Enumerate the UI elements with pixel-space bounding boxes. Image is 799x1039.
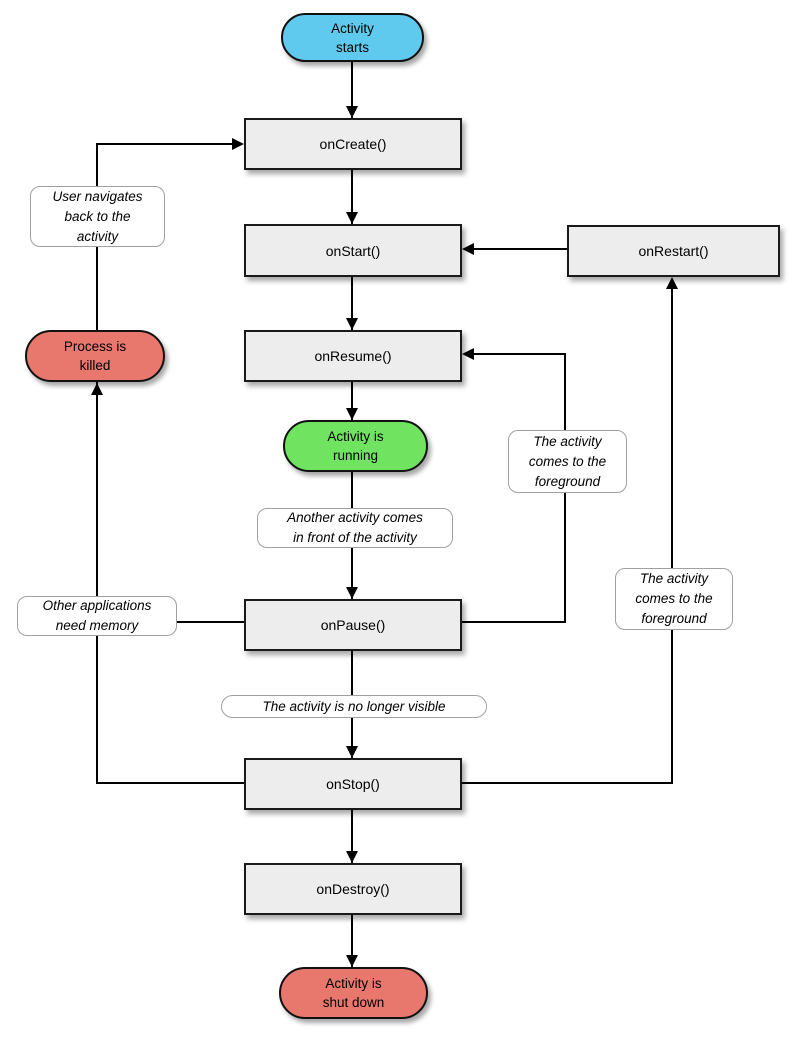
node-activity-running: Activity is running	[283, 420, 428, 472]
connector-onrestart-to-onstart	[471, 248, 567, 250]
note-comes-to-foreground-upper: The activity comes to the foreground	[508, 430, 627, 493]
note-another-activity-in-front: Another activity comes in front of the a…	[257, 508, 453, 548]
arrowhead-into-ondestroy-top	[346, 851, 358, 863]
node-onstart: onStart()	[244, 224, 462, 277]
node-onresume: onResume()	[244, 330, 462, 382]
arrowhead-into-onstart-right	[462, 243, 474, 255]
connector-left-top-horizontal	[96, 143, 236, 145]
arrowhead-into-onstart-top	[346, 212, 358, 224]
node-activity-shut-down: Activity is shut down	[279, 967, 428, 1019]
connector-onpause-left-horizontal	[170, 621, 246, 623]
arrowhead-into-oncreate-top	[346, 106, 358, 118]
arrowhead-into-onresume-right	[462, 348, 474, 360]
connector-onpause-right-horizontal	[462, 621, 566, 623]
connector-onstop-to-ondestroy	[351, 810, 353, 863]
connector-left-vertical	[96, 144, 98, 783]
connector-starts-to-oncreate	[351, 62, 353, 118]
arrowhead-into-onrestart-bottom	[666, 277, 678, 289]
note-other-apps-need-memory: Other applications need memory	[17, 596, 177, 636]
connector-onstop-left-horizontal	[96, 782, 246, 784]
arrowhead-into-oncreate-left	[232, 138, 244, 150]
node-process-killed: Process is killed	[25, 330, 165, 382]
connector-onstart-to-onresume	[351, 277, 353, 330]
node-onrestart: onRestart()	[567, 225, 780, 277]
node-onstop: onStop()	[244, 758, 462, 810]
arrowhead-into-onstop-top	[346, 746, 358, 758]
arrowhead-into-shutdown-top	[346, 955, 358, 967]
arrowhead-into-running-top	[346, 408, 358, 420]
node-ondestroy: onDestroy()	[244, 863, 462, 915]
node-onpause: onPause()	[244, 599, 462, 651]
note-comes-to-foreground-lower: The activity comes to the foreground	[615, 568, 733, 630]
arrowhead-into-onpause-top	[346, 587, 358, 599]
connector-onstop-right-horizontal	[462, 782, 673, 784]
connector-ondestroy-to-shutdown	[351, 915, 353, 967]
note-no-longer-visible: The activity is no longer visible	[221, 695, 487, 718]
node-activity-starts: Activity starts	[281, 13, 424, 62]
note-user-navigates-back: User navigates back to the activity	[30, 186, 165, 247]
connector-outer-loop-vertical	[671, 287, 673, 784]
connector-oncreate-to-onstart	[351, 170, 353, 224]
connector-inner-loop-top-horizontal	[471, 353, 566, 355]
arrowhead-into-processkilled-bottom	[91, 383, 103, 395]
connector-onresume-to-running	[351, 382, 353, 420]
arrowhead-into-onresume-top	[346, 318, 358, 330]
node-oncreate: onCreate()	[244, 118, 462, 170]
